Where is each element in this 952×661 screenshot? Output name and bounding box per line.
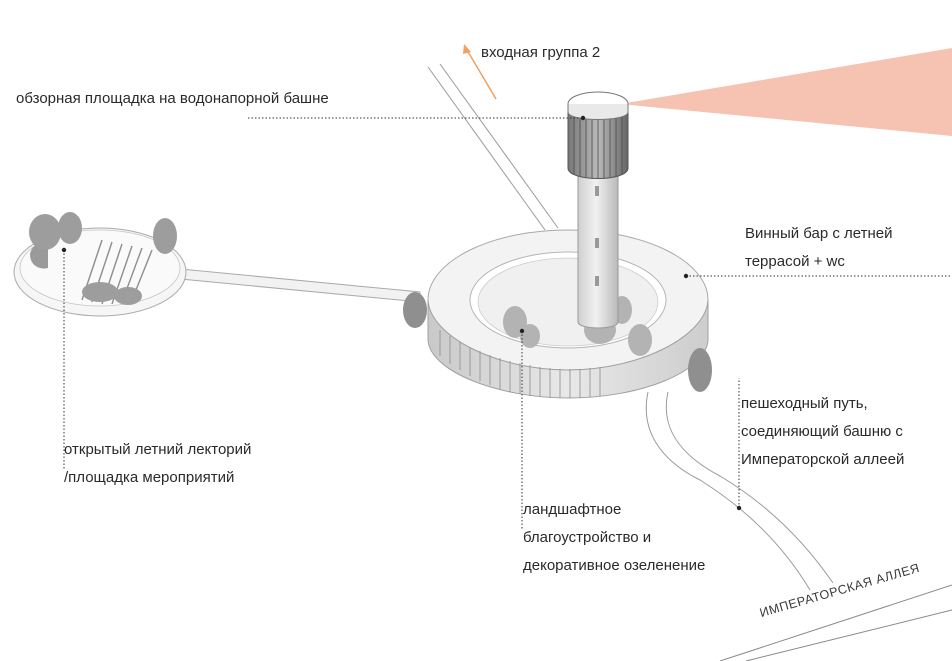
label-wine-bar: Винный бар с летней террасой + wc [745,225,893,270]
footpath [645,391,834,591]
entrance-arrow-icon [463,44,497,100]
leader-dots [61,115,742,511]
lecture-platform [13,212,187,317]
water-tower [567,91,629,329]
leader-lines [63,117,952,530]
label-landscape: ландшафтное благоустройство и декоративн… [523,501,706,574]
label-lecture-hall: открытый летний лекторий /площадка мероп… [64,441,252,486]
walkway-bridge [169,267,421,303]
label-observation-deck: обзорная площадка на водонапорной башне [16,90,329,107]
label-footpath: пешеходный путь, соединяющий башню с Имп… [741,395,905,468]
view-cone [620,48,952,136]
road-north [427,63,559,231]
imperial-alley-road [719,584,952,661]
label-entrance-group: входная группа 2 [481,44,601,61]
ring-building [403,229,712,399]
